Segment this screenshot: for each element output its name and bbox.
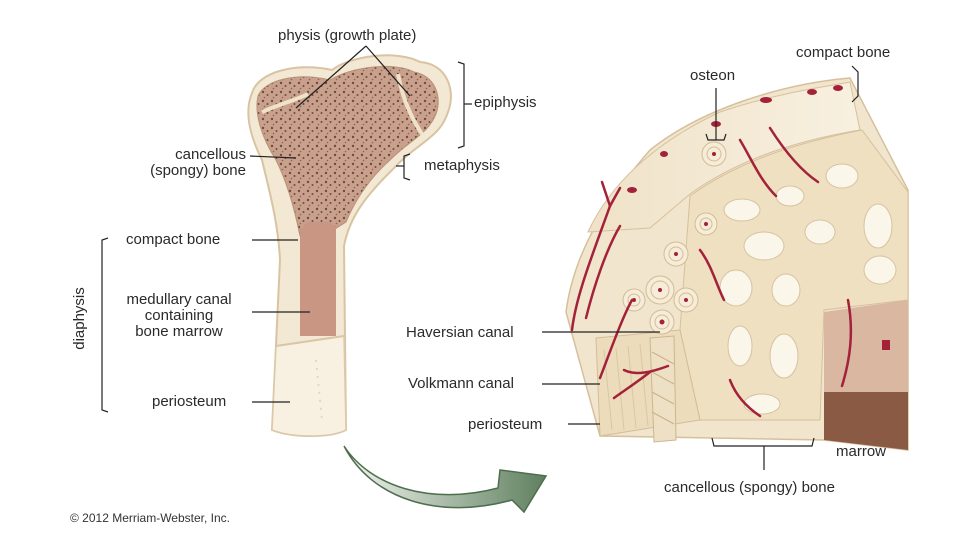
volkmann-canal-label: Volkmann canal <box>408 375 514 392</box>
epiphysis-label: epiphysis <box>474 94 537 111</box>
cancellous-left-line-1: cancellous <box>175 146 246 163</box>
leader-lines <box>101 45 859 470</box>
copyright-notice: © 2012 Merriam-Webster, Inc. <box>70 511 231 525</box>
physis-label: physis (growth plate) <box>278 27 417 44</box>
compact-bone-right-label: compact bone <box>796 44 891 61</box>
long-bone <box>247 54 452 437</box>
periosteum-right-label: periosteum <box>468 416 543 433</box>
transition-arrow <box>343 445 548 514</box>
bone-section <box>565 77 909 451</box>
periosteum-left-label: periosteum <box>152 393 227 410</box>
haversian-canal-label: Haversian canal <box>406 324 514 341</box>
metaphysis-label: metaphysis <box>424 157 500 174</box>
marrow-label: marrow <box>836 443 887 460</box>
medullary-canal-label: medullary canal containing bone marrow <box>106 292 252 340</box>
cancellous-left-line-2: (spongy) bone <box>150 162 246 179</box>
diaphysis-label: diaphysis <box>70 287 88 350</box>
medullary-line-3: bone marrow <box>135 323 223 340</box>
osteon-label: osteon <box>690 67 736 84</box>
medullary-line-2: containing <box>144 307 214 324</box>
compact-bone-left-label: compact bone <box>126 231 221 248</box>
cancellous-right-label: cancellous (spongy) bone <box>664 479 835 496</box>
cancellous-left-label: cancellous (spongy) bone <box>130 147 246 179</box>
medullary-line-1: medullary canal <box>126 291 232 308</box>
